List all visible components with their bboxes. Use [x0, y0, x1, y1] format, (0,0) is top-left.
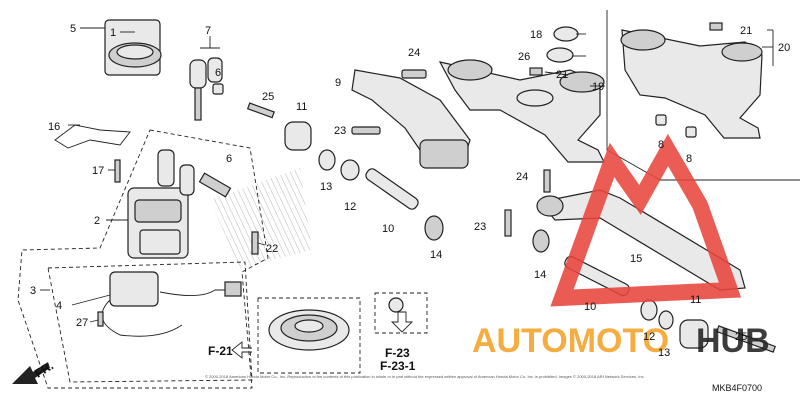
- part-nut-14b: [532, 229, 550, 253]
- part-collar-13b: [658, 310, 674, 330]
- callout-23: 23: [334, 125, 346, 137]
- part-top-bridge: [438, 59, 605, 163]
- callout-7: 7: [205, 25, 211, 37]
- callout-12: 12: [344, 201, 356, 213]
- ref-f23: F-23: [385, 346, 410, 360]
- part-nut-8b: [685, 126, 697, 138]
- part-plate-21b: [709, 22, 723, 31]
- callout-1: 1: [110, 27, 116, 39]
- part-grip-weight-11: [284, 121, 312, 151]
- hatched-area: [210, 168, 312, 268]
- part-cap-18: [553, 26, 579, 42]
- callout-13: 13: [320, 181, 332, 193]
- part-nut-14: [424, 215, 444, 241]
- diagram-code: MKB4F0700: [712, 383, 762, 393]
- front-arrow-icon: [12, 362, 50, 384]
- part-plate-21: [529, 67, 543, 76]
- callout-11b: 11: [690, 294, 701, 306]
- callout-18: 18: [530, 29, 542, 41]
- callout-5: 5: [70, 23, 76, 35]
- callout-21b: 21: [740, 25, 752, 37]
- callout-26: 26: [518, 51, 530, 63]
- callout-6: 6: [215, 67, 221, 79]
- callout-10: 10: [382, 223, 394, 235]
- callout-12b: 12: [643, 331, 655, 343]
- callout-24: 24: [408, 47, 420, 59]
- part-handlebar-left: [351, 69, 471, 169]
- fuel-cap-inset: [257, 297, 361, 374]
- part-rod-10: [365, 168, 419, 210]
- callout-14b: 14: [534, 269, 546, 281]
- part-collar-12: [340, 159, 360, 181]
- leader-lines: [40, 27, 774, 323]
- callout-22: 22: [266, 243, 278, 255]
- callout-25b: 25: [735, 331, 747, 343]
- copyright-text: © 2000-2018 American Honda Motor Co., In…: [205, 374, 645, 379]
- callout-24b: 24: [516, 171, 528, 183]
- part-screw-27: [97, 311, 104, 327]
- part-bracket: [54, 124, 131, 149]
- part-bolt-25b: [716, 325, 776, 353]
- part-bolt-24b: [543, 169, 551, 193]
- callout-19: 19: [592, 81, 604, 93]
- callout-15: 15: [630, 253, 642, 265]
- ref-f231: F-23-1: [380, 359, 416, 373]
- callout-10b: 10: [584, 301, 596, 313]
- ref-f21: F-21: [208, 344, 233, 358]
- callout-16: 16: [48, 121, 60, 133]
- watermark-logo: AUTOMOTO HUB: [472, 133, 770, 360]
- callout-17: 17: [92, 165, 104, 177]
- callouts: 1 5 7 6 16 17 6 2 22 3 4 27 25 11 9 24 2…: [30, 23, 790, 359]
- part-bolt-22: [251, 231, 259, 255]
- callout-4: 4: [56, 300, 62, 312]
- callout-3: 3: [30, 285, 36, 297]
- callout-14: 14: [430, 249, 442, 261]
- watermark-text-auto: AUTOMOTO: [472, 322, 669, 360]
- callout-11: 11: [296, 101, 307, 113]
- callout-21: 21: [556, 69, 568, 81]
- part-bolt-24: [401, 69, 427, 79]
- callout-13b: 13: [658, 347, 670, 359]
- part-nut-8: [655, 114, 667, 126]
- f21-arrow: [231, 341, 252, 359]
- part-collar-12b: [640, 299, 658, 321]
- watermark-text-hub: HUB: [696, 322, 770, 360]
- callout-6b: 6: [226, 153, 232, 165]
- part-bolt-17: [114, 159, 121, 183]
- part-key-cover: [104, 19, 162, 76]
- part-collar-13: [318, 149, 336, 171]
- part-keys: [189, 57, 223, 121]
- part-bolt-25: [246, 102, 275, 119]
- part-washer-26: [546, 47, 574, 63]
- part-key-tag: [212, 83, 224, 95]
- part-top-bridge-alt: [620, 29, 763, 139]
- callout-25: 25: [262, 91, 274, 103]
- top-bridge-frame: [606, 10, 800, 181]
- part-sensor: [101, 271, 242, 337]
- part-bolt-23b: [504, 209, 512, 237]
- callout-8: 8: [658, 139, 664, 151]
- fastener-inset: [374, 292, 428, 334]
- callout-20: 20: [778, 42, 790, 54]
- callout-8b: 8: [686, 153, 692, 165]
- callout-9: 9: [335, 77, 341, 89]
- part-bolt-23: [351, 126, 381, 135]
- callout-27: 27: [76, 317, 88, 329]
- part-grip-weight-11b: [679, 319, 709, 349]
- part-ignition-switch: [127, 149, 232, 259]
- callout-2: 2: [94, 215, 100, 227]
- callout-23b: 23: [474, 221, 486, 233]
